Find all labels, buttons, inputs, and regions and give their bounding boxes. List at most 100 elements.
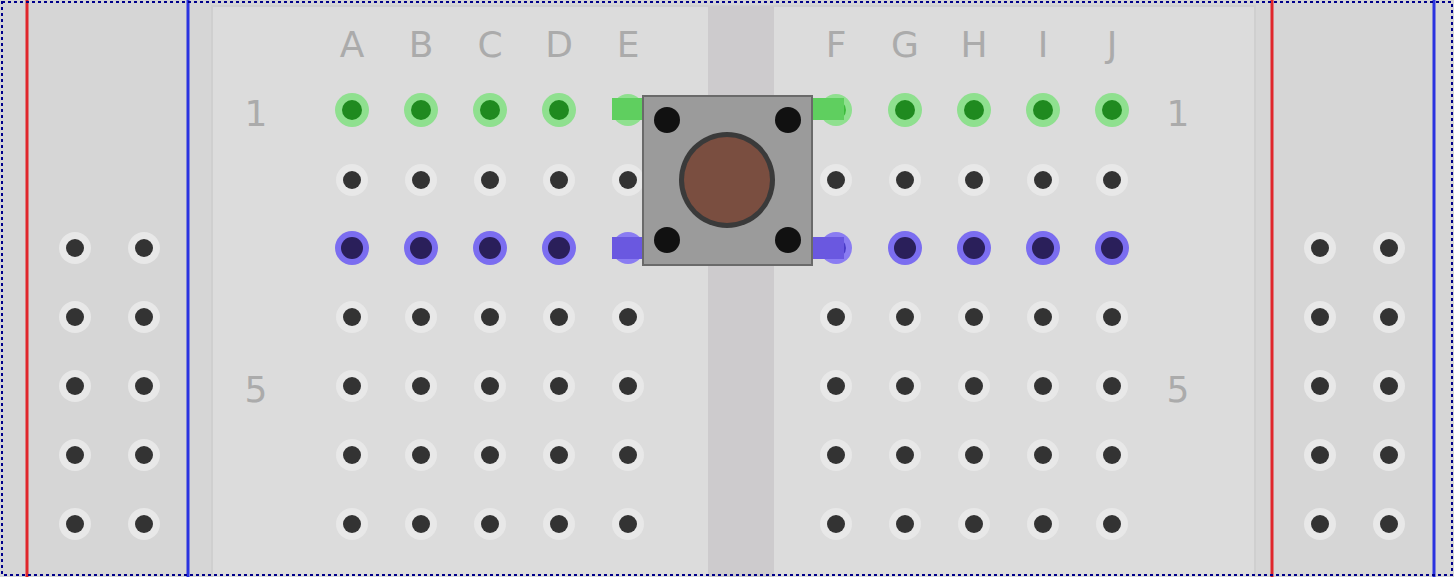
hole	[412, 308, 430, 326]
hole	[1101, 237, 1123, 259]
hole-ring	[612, 370, 644, 402]
hole-ring	[1027, 301, 1059, 333]
button-pin	[654, 227, 680, 253]
hole	[135, 239, 153, 257]
hole	[135, 515, 153, 533]
hole-ring	[612, 508, 644, 540]
hole	[66, 308, 84, 326]
hole	[1103, 308, 1121, 326]
hole-ring	[888, 231, 922, 265]
hole-ring	[542, 93, 576, 127]
hole-ring	[543, 576, 575, 577]
hole-ring	[474, 164, 506, 196]
hole-ring	[405, 164, 437, 196]
hole	[827, 171, 845, 189]
hole	[481, 308, 499, 326]
hole-ring	[889, 439, 921, 471]
hole	[550, 308, 568, 326]
hole	[1380, 308, 1398, 326]
column-letter: E	[617, 27, 640, 63]
hole	[66, 515, 84, 533]
column-letter: J	[1107, 27, 1118, 63]
hole	[1380, 239, 1398, 257]
hole-ring	[889, 508, 921, 540]
hole	[1034, 171, 1052, 189]
hole	[827, 515, 845, 533]
hole-ring	[474, 508, 506, 540]
hole	[1311, 239, 1329, 257]
hole-ring	[542, 231, 576, 265]
hole-ring	[1096, 164, 1128, 196]
hole-ring	[405, 508, 437, 540]
hole-ring	[336, 576, 368, 577]
hole-ring	[957, 231, 991, 265]
hole	[481, 171, 499, 189]
hole-ring	[958, 439, 990, 471]
hole	[619, 515, 637, 533]
hole-ring	[405, 439, 437, 471]
hole-ring	[1304, 301, 1336, 333]
button-pin	[775, 107, 801, 133]
hole	[619, 377, 637, 395]
hole-ring	[543, 439, 575, 471]
hole-ring	[404, 231, 438, 265]
hole-ring	[612, 164, 644, 196]
hole-ring	[888, 93, 922, 127]
hole	[412, 171, 430, 189]
hole-ring	[1027, 576, 1059, 577]
hole	[965, 171, 983, 189]
hole	[963, 237, 985, 259]
button-cap-rim	[679, 132, 775, 228]
column-letter: G	[891, 27, 919, 63]
hole-ring	[889, 370, 921, 402]
negative-rail-line	[1433, 0, 1436, 577]
hole-ring	[1027, 508, 1059, 540]
hole	[412, 446, 430, 464]
hole	[412, 515, 430, 533]
hole	[965, 308, 983, 326]
button-pin	[775, 227, 801, 253]
hole	[410, 237, 432, 259]
hole	[66, 377, 84, 395]
hole-ring	[474, 439, 506, 471]
hole-ring	[820, 370, 852, 402]
hole-ring	[820, 439, 852, 471]
hole-ring	[543, 508, 575, 540]
hole-ring	[820, 508, 852, 540]
hole-ring	[1373, 232, 1405, 264]
hole	[619, 308, 637, 326]
hole	[827, 377, 845, 395]
hole-ring	[1095, 231, 1129, 265]
hole-ring	[128, 370, 160, 402]
hole-ring	[889, 164, 921, 196]
hole-ring	[1373, 370, 1405, 402]
hole	[341, 237, 363, 259]
button-leg	[808, 237, 844, 259]
hole-ring	[336, 301, 368, 333]
hole-grid	[59, 93, 1405, 577]
hole	[66, 239, 84, 257]
column-letter: D	[545, 27, 573, 63]
hole-ring	[59, 508, 91, 540]
hole-ring	[612, 439, 644, 471]
hole	[66, 446, 84, 464]
hole-ring	[405, 301, 437, 333]
hole	[896, 515, 914, 533]
hole	[550, 446, 568, 464]
hole	[896, 308, 914, 326]
hole	[1311, 308, 1329, 326]
hole-ring	[1304, 576, 1336, 577]
hole	[479, 237, 501, 259]
hole-ring	[59, 439, 91, 471]
hole-ring	[958, 370, 990, 402]
hole	[135, 446, 153, 464]
center-channel	[708, 6, 774, 577]
column-letter: C	[477, 27, 502, 63]
hole-ring	[543, 370, 575, 402]
column-letter: I	[1038, 27, 1049, 63]
hole-ring	[1096, 576, 1128, 577]
hole-ring	[1096, 301, 1128, 333]
hole	[965, 446, 983, 464]
hole	[619, 171, 637, 189]
